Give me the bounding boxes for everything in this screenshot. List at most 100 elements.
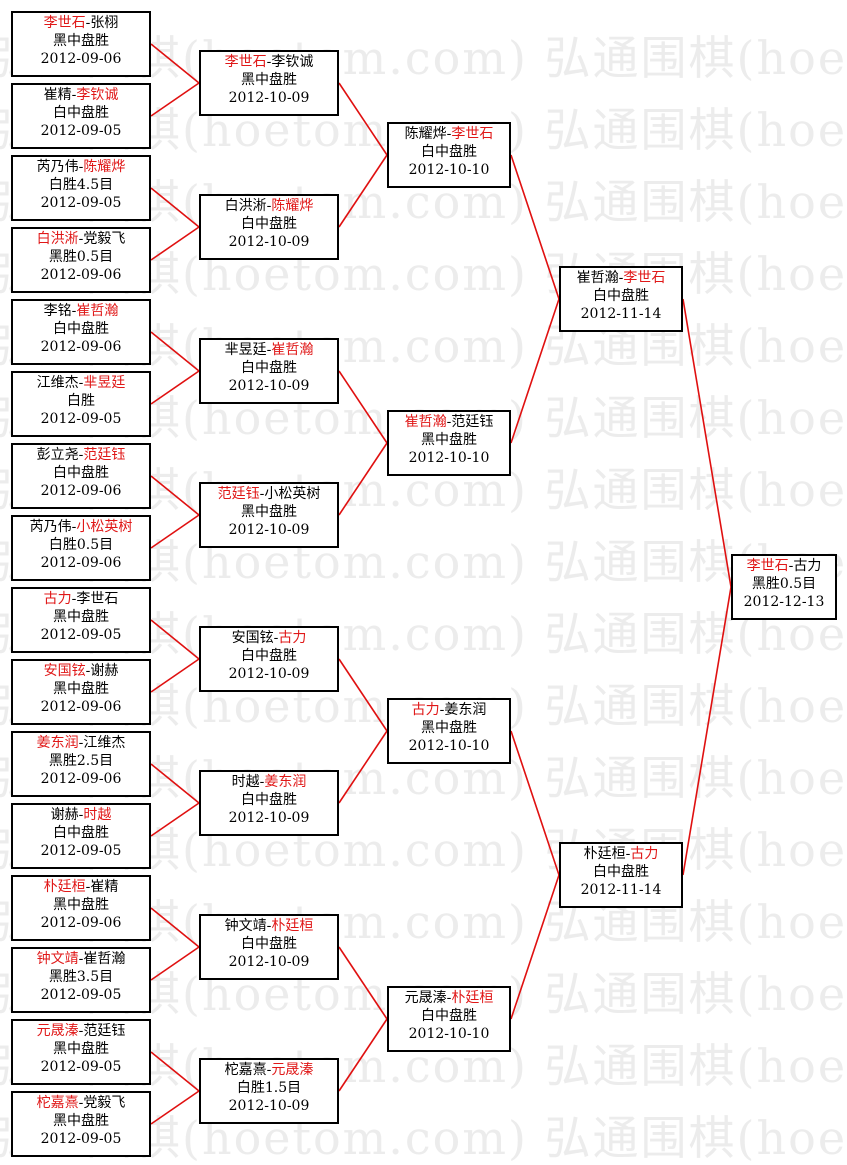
player-black[interactable]: 芮乃伟 bbox=[29, 519, 72, 535]
player-black[interactable]: 朴廷桓 bbox=[43, 879, 86, 895]
player-black[interactable]: 陈耀烨 bbox=[404, 126, 447, 142]
player-white[interactable]: 古力 bbox=[630, 846, 659, 862]
player-black[interactable]: 崔精 bbox=[43, 87, 72, 103]
player-black[interactable]: 李世石 bbox=[224, 54, 267, 70]
player-black[interactable]: 李世石 bbox=[746, 558, 789, 574]
player-white[interactable]: 李世石 bbox=[451, 126, 494, 142]
player-black[interactable]: 芮乃伟 bbox=[36, 159, 79, 175]
player-white[interactable]: 古力 bbox=[793, 558, 822, 574]
bracket-link-r1-6-to-r2-3 bbox=[150, 370, 200, 405]
match-date: 2012-11-14 bbox=[580, 882, 662, 898]
player-white[interactable]: 小松英树 bbox=[76, 519, 133, 535]
player-black[interactable]: 崔哲瀚 bbox=[404, 414, 447, 430]
player-white[interactable]: 崔哲瀚 bbox=[271, 342, 314, 358]
player-white[interactable]: 时越 bbox=[83, 807, 112, 823]
player-black[interactable]: 柁嘉熹 bbox=[224, 1062, 267, 1078]
player-black[interactable]: 元晟溱 bbox=[404, 990, 447, 1006]
player-black[interactable]: 姜东润 bbox=[36, 735, 79, 751]
player-black[interactable]: 安国铉 bbox=[43, 663, 86, 679]
player-white[interactable]: 范廷钰 bbox=[83, 1023, 126, 1039]
player-white[interactable]: 姜东润 bbox=[264, 774, 307, 790]
player-black[interactable]: 钟文靖 bbox=[224, 918, 267, 934]
player-white[interactable]: 姜东润 bbox=[444, 702, 487, 718]
player-black[interactable]: 古力 bbox=[411, 702, 440, 718]
player-white[interactable]: 陈耀烨 bbox=[271, 198, 314, 214]
player-black[interactable]: 彭立尧 bbox=[36, 447, 79, 463]
player-white[interactable]: 李世石 bbox=[623, 270, 666, 286]
player-black[interactable]: 安国铉 bbox=[231, 630, 274, 646]
player-black[interactable]: 时越 bbox=[231, 774, 260, 790]
match-result: 白中盘胜 bbox=[53, 825, 109, 841]
player-black[interactable]: 芈昱廷 bbox=[224, 342, 267, 358]
player-white[interactable]: 党毅飞 bbox=[83, 231, 126, 247]
player-white[interactable]: 朴廷桓 bbox=[271, 918, 314, 934]
player-white[interactable]: 范廷钰 bbox=[83, 447, 126, 463]
player-white[interactable]: 小松英树 bbox=[264, 486, 321, 502]
player-black[interactable]: 江维杰 bbox=[36, 375, 79, 391]
player-white[interactable]: 古力 bbox=[278, 630, 307, 646]
player-white[interactable]: 陈耀烨 bbox=[83, 159, 126, 175]
player-white[interactable]: 党毅飞 bbox=[83, 1095, 126, 1111]
player-white[interactable]: 谢赫 bbox=[90, 663, 119, 679]
player-white[interactable]: 江维杰 bbox=[83, 735, 126, 751]
bracket-link-r1-2-to-r2-1 bbox=[150, 82, 200, 117]
player-white[interactable]: 李世石 bbox=[76, 591, 119, 607]
player-black[interactable]: 朴廷桓 bbox=[583, 846, 626, 862]
player-black[interactable]: 元晟溱 bbox=[36, 1023, 79, 1039]
player-white[interactable]: 崔哲瀚 bbox=[76, 303, 119, 319]
player-white[interactable]: 朴廷桓 bbox=[451, 990, 494, 1006]
player-white[interactable]: 范廷钰 bbox=[451, 414, 494, 430]
player-black[interactable]: 白洪淅 bbox=[36, 231, 79, 247]
player-black[interactable]: 谢赫 bbox=[50, 807, 79, 823]
player-white[interactable]: 崔哲瀚 bbox=[83, 951, 126, 967]
player-black[interactable]: 古力 bbox=[43, 591, 72, 607]
player-black[interactable]: 李世石 bbox=[43, 15, 86, 31]
player-black[interactable]: 白洪淅 bbox=[224, 198, 267, 214]
player-white[interactable]: 张栩 bbox=[90, 15, 119, 31]
player-black[interactable]: 钟文靖 bbox=[36, 951, 79, 967]
player-black[interactable]: 柁嘉熹 bbox=[36, 1095, 79, 1111]
player-white[interactable]: 崔精 bbox=[90, 879, 119, 895]
bracket-link-r1-14-to-r2-7 bbox=[150, 946, 200, 981]
player-black[interactable]: 范廷钰 bbox=[217, 486, 260, 502]
player-white[interactable]: 芈昱廷 bbox=[83, 375, 126, 391]
player-white[interactable]: 李钦诚 bbox=[271, 54, 314, 70]
player-black[interactable]: 崔哲瀚 bbox=[576, 270, 619, 286]
match-result: 白中盘胜 bbox=[421, 1008, 477, 1024]
player-black[interactable]: 李铭 bbox=[43, 303, 72, 319]
player-white[interactable]: 李钦诚 bbox=[76, 87, 119, 103]
player-white[interactable]: 元晟溱 bbox=[271, 1062, 314, 1078]
